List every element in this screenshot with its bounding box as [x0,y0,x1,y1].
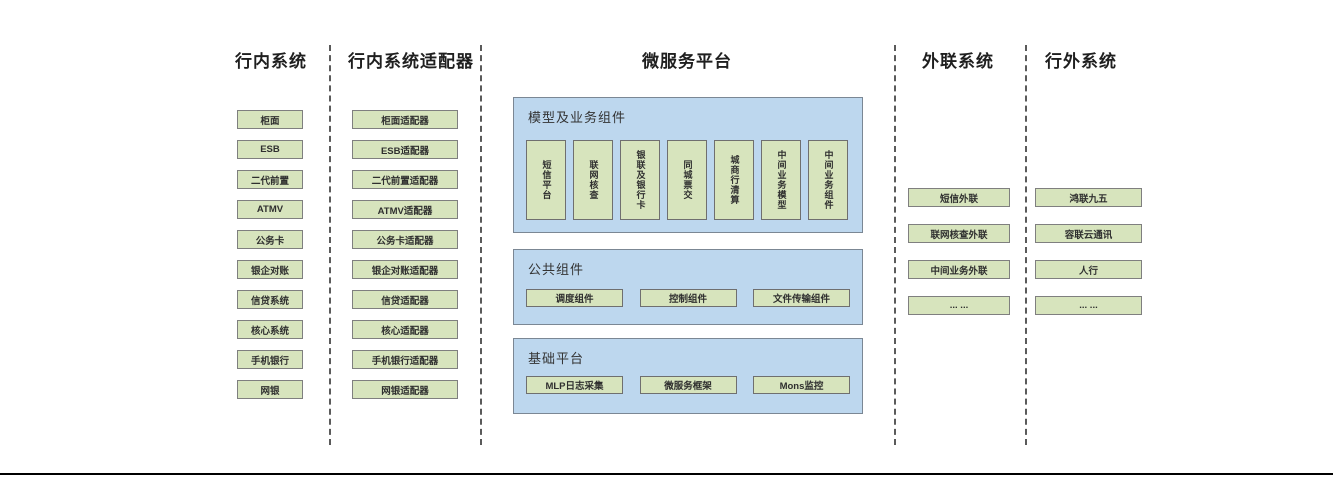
bottom-rule [0,473,1333,475]
component-box-scheduling: 调度组件 [526,289,623,307]
external-box-more: ... ... [1035,296,1142,315]
component-box-intermediate-model: 中间业务模型 [761,140,801,220]
divider-3 [894,45,896,445]
system-box-erdaiqianzhi: 二代前置 [237,170,303,189]
adapter-box-esb: ESB适配器 [352,140,458,159]
component-box-control: 控制组件 [639,289,737,307]
header-internal-adapters: 行内系统适配器 [348,52,474,71]
vertical-box-row: 短信平台 联网核查 银联及银行卡 同城票交 城商行清算 中间业务模型 中间业务组… [526,140,850,220]
internal-systems-column: 柜面 ESB 二代前置 ATMV 公务卡 银企对账 信贷系统 核心系统 手机银行… [237,110,303,410]
adapter-box-wangyin: 网银适配器 [352,380,458,399]
component-box-city-bill-exchange: 同城票交 [667,140,707,220]
adapters-column: 柜面适配器 ESB适配器 二代前置适配器 ATMV适配器 公务卡适配器 银企对账… [352,110,458,410]
external-box-ronglian-cloud: 容联云通讯 [1035,224,1142,243]
adapter-box-xindai: 信贷适配器 [352,290,458,309]
adapter-box-shoujiyinhang: 手机银行适配器 [352,350,458,369]
system-box-guimian: 柜面 [237,110,303,129]
component-box-mons-monitor: Mons监控 [753,376,850,394]
component-box-city-bank-clearing: 城商行清算 [714,140,754,220]
component-box-mlp-log: MLP日志采集 [526,376,623,394]
external-box-honglian95: 鸿联九五 [1035,188,1142,207]
header-microservice-platform: 微服务平台 [642,52,732,71]
adapter-box-hexin: 核心适配器 [352,320,458,339]
header-internal-systems: 行内系统 [235,52,307,71]
panel-model-business-components: 模型及业务组件 短信平台 联网核查 银联及银行卡 同城票交 城商行清算 中间业务… [513,97,863,233]
horizontal-box-row: MLP日志采集 微服务框架 Mons监控 [526,376,850,394]
horizontal-box-row: 调度组件 控制组件 文件传输组件 [526,289,850,307]
component-box-sms-platform: 短信平台 [526,140,566,220]
system-box-wangyin: 网银 [237,380,303,399]
header-external-systems: 行外系统 [1045,52,1117,71]
adapter-box-yinqiduizhang: 银企对账适配器 [352,260,458,279]
system-box-hexin: 核心系统 [237,320,303,339]
outreach-systems-column: 短信外联 联网核查外联 中间业务外联 ... ... [908,188,1010,332]
component-box-microservice-framework: 微服务框架 [639,376,737,394]
component-box-file-transfer: 文件传输组件 [753,289,850,307]
panel-label: 基础平台 [528,351,585,366]
external-systems-column: 鸿联九五 容联云通讯 人行 ... ... [1035,188,1142,332]
panel-base-platform: 基础平台 MLP日志采集 微服务框架 Mons监控 [513,338,863,414]
adapter-box-gongwuka: 公务卡适配器 [352,230,458,249]
divider-2 [480,45,482,445]
panel-common-components: 公共组件 调度组件 控制组件 文件传输组件 [513,249,863,325]
adapter-box-atmv: ATMV适配器 [352,200,458,219]
system-box-shoujiyinhang: 手机银行 [237,350,303,369]
outreach-box-sms: 短信外联 [908,188,1010,207]
adapter-box-erdaiqianzhi: 二代前置适配器 [352,170,458,189]
panel-label: 公共组件 [528,262,585,277]
component-box-unionpay-bankcard: 银联及银行卡 [620,140,660,220]
system-box-esb: ESB [237,140,303,159]
component-box-intermediate-component: 中间业务组件 [808,140,848,220]
system-box-xindai: 信贷系统 [237,290,303,309]
system-box-gongwuka: 公务卡 [237,230,303,249]
external-box-pboc: 人行 [1035,260,1142,279]
divider-4 [1025,45,1027,445]
adapter-box-guimian: 柜面适配器 [352,110,458,129]
panel-label: 模型及业务组件 [528,110,627,125]
outreach-box-intermediate: 中间业务外联 [908,260,1010,279]
system-box-yinqiduizhang: 银企对账 [237,260,303,279]
header-outreach-systems: 外联系统 [922,52,994,71]
outreach-box-more: ... ... [908,296,1010,315]
component-box-network-check: 联网核查 [573,140,613,220]
divider-1 [329,45,331,445]
system-box-atmv: ATMV [237,200,303,219]
outreach-box-network-check: 联网核查外联 [908,224,1010,243]
